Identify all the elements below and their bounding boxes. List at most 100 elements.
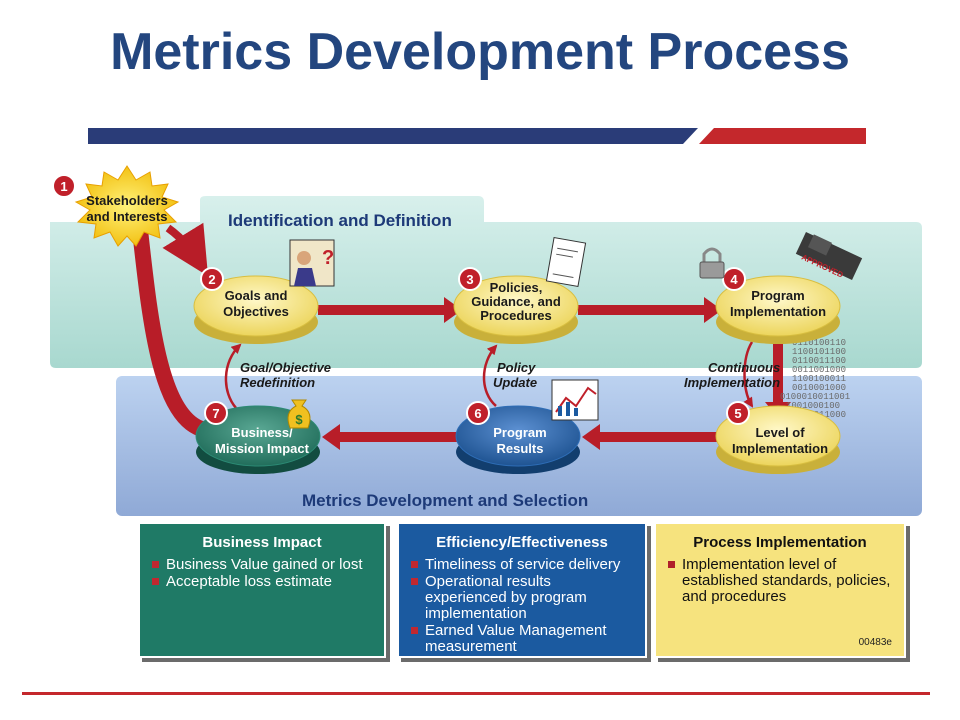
svg-text:3: 3 xyxy=(466,272,473,287)
node-7-badge xyxy=(204,401,228,425)
arrow-3-to-4-head xyxy=(704,297,722,323)
footer-rule xyxy=(22,692,930,695)
box-efficiency: Efficiency/Effectiveness Timeliness of s… xyxy=(397,522,647,658)
svg-text:1: 1 xyxy=(60,179,67,194)
node-3-label-3: Procedures xyxy=(480,308,552,323)
box-business-impact-list: Business Value gained or lost Acceptable… xyxy=(150,557,374,590)
box-process-implementation-list: Implementation level of established stan… xyxy=(666,557,894,605)
svg-text:$: $ xyxy=(295,412,303,427)
node-6-badge xyxy=(466,401,490,425)
node-2-label-2: Objectives xyxy=(223,304,289,319)
svg-text:7: 7 xyxy=(212,406,219,421)
arrow-1-to-2 xyxy=(162,222,209,277)
arrow-2-to-3-shaft xyxy=(318,305,446,315)
title-underline-bar xyxy=(88,128,866,144)
lock-icon xyxy=(699,247,725,279)
node-2-badge xyxy=(200,267,224,291)
node-2-label-1: Goals and xyxy=(225,288,288,303)
arrow-2-to-3-head xyxy=(444,297,462,323)
page-title: Metrics Development Process xyxy=(110,23,850,81)
node-4-badge xyxy=(722,267,746,291)
node-level-of-implementation: 5 Level of Implementation xyxy=(715,401,841,474)
document-icon xyxy=(545,236,587,288)
node-program-implementation: 4 Program Implementation APPROVED xyxy=(699,232,863,344)
metrics-panel-label: Metrics Development and Selection xyxy=(302,491,588,510)
loop-arrow-policy xyxy=(482,344,498,407)
arrow-5-to-6-shaft xyxy=(598,432,720,442)
svg-text:6: 6 xyxy=(474,406,481,421)
box-process-implementation: Process Implementation Implementation le… xyxy=(654,522,906,658)
thinking-person-icon: ? xyxy=(289,239,335,287)
list-item: Earned Value Management measurement xyxy=(409,623,635,655)
identification-panel-label: Identification and Definition xyxy=(228,211,452,230)
svg-text:0110011100: 0110011100 xyxy=(792,356,846,366)
money-bag-icon: $ xyxy=(287,399,311,429)
title-bar-blue xyxy=(88,128,698,144)
list-item: Timeliness of service delivery xyxy=(409,557,635,573)
box-efficiency-list: Timeliness of service delivery Operation… xyxy=(409,557,635,655)
node-stakeholders: 1 Stakeholders and Interests xyxy=(52,165,180,247)
arrow-6-to-7-shaft xyxy=(338,432,460,442)
node-3-label-2: Guidance, and xyxy=(471,294,561,309)
list-item: Implementation level of established stan… xyxy=(666,557,894,605)
svg-text:1100100011: 1100100011 xyxy=(792,374,846,384)
node-5-label-1: Level of xyxy=(755,425,805,440)
node-6-disc xyxy=(455,405,581,467)
node-6-label-2: Results xyxy=(497,441,544,456)
svg-text:5: 5 xyxy=(734,406,741,421)
node-4-disc xyxy=(715,275,841,337)
svg-text:0100010011001: 0100010011001 xyxy=(780,392,850,402)
chart-report-icon xyxy=(551,379,599,421)
node-4-label-1: Program xyxy=(751,288,804,303)
node-3-disc xyxy=(453,275,579,337)
box-business-impact: Business Impact Business Value gained or… xyxy=(138,522,386,658)
node-program-results: 6 Program Results xyxy=(455,379,599,474)
node-1-label-2: and Interests xyxy=(87,209,168,224)
node-7-label-1: Business/ xyxy=(231,425,293,440)
svg-text:0110100110: 0110100110 xyxy=(792,338,846,348)
node-3-badge xyxy=(458,267,482,291)
box-business-impact-header: Business Impact xyxy=(202,534,322,551)
box-process-implementation-header: Process Implementation xyxy=(693,534,867,551)
svg-text:0010001000: 0010001000 xyxy=(792,383,846,393)
node-1-label-1: Stakeholders xyxy=(86,193,168,208)
node-6-label-1: Program xyxy=(493,425,546,440)
arrow-7-to-1 xyxy=(132,222,213,438)
node-policies: 3 Policies, Guidance, and Procedures xyxy=(453,236,587,344)
arrow-5-to-6-head xyxy=(582,424,600,450)
list-item: Operational results experienced by progr… xyxy=(409,574,635,622)
node-7-label-2: Mission Impact xyxy=(215,441,310,456)
arrow-4-to-5-shaft xyxy=(773,338,783,404)
loop-arrow-continuous xyxy=(743,341,754,408)
node-4-label-2: Implementation xyxy=(730,304,826,319)
loop-label-continuous-1: Continuous xyxy=(708,360,780,375)
loop-label-goal-2: Redefinition xyxy=(240,375,315,390)
svg-text:4: 4 xyxy=(730,272,738,287)
svg-text:?: ? xyxy=(322,247,334,269)
arrow-3-to-4-shaft xyxy=(578,305,706,315)
loop-label-goal-1: Goal/Objective xyxy=(240,360,331,375)
figure-code: 00483e xyxy=(858,637,892,648)
list-item: Business Value gained or lost xyxy=(150,557,374,573)
loop-label-policy-2: Update xyxy=(493,375,537,390)
node-business-impact: 7 Business/ Mission Impact $ xyxy=(195,399,321,474)
svg-text:1001000100: 1001000100 xyxy=(786,401,840,411)
node-5-disc xyxy=(715,405,841,467)
node-2-disc xyxy=(193,275,319,337)
loop-arrow-goal xyxy=(224,343,242,409)
node-5-label-2: Implementation xyxy=(732,441,828,456)
svg-text:1100101100: 1100101100 xyxy=(792,347,846,357)
svg-text:0011001000: 0011001000 xyxy=(792,365,846,375)
title-bar-red xyxy=(699,128,866,144)
list-item: Acceptable loss estimate xyxy=(150,574,374,590)
starburst-shape xyxy=(74,165,180,247)
svg-text:2: 2 xyxy=(208,272,215,287)
arrow-6-to-7-head xyxy=(322,424,340,450)
node-3-label-1: Policies, xyxy=(490,280,543,295)
node-1-badge xyxy=(52,174,76,198)
loop-label-policy-1: Policy xyxy=(497,360,536,375)
node-goals: 2 Goals and Objectives ? xyxy=(193,239,335,344)
node-5-badge xyxy=(726,401,750,425)
loop-label-continuous-2: Implementation xyxy=(684,375,780,390)
